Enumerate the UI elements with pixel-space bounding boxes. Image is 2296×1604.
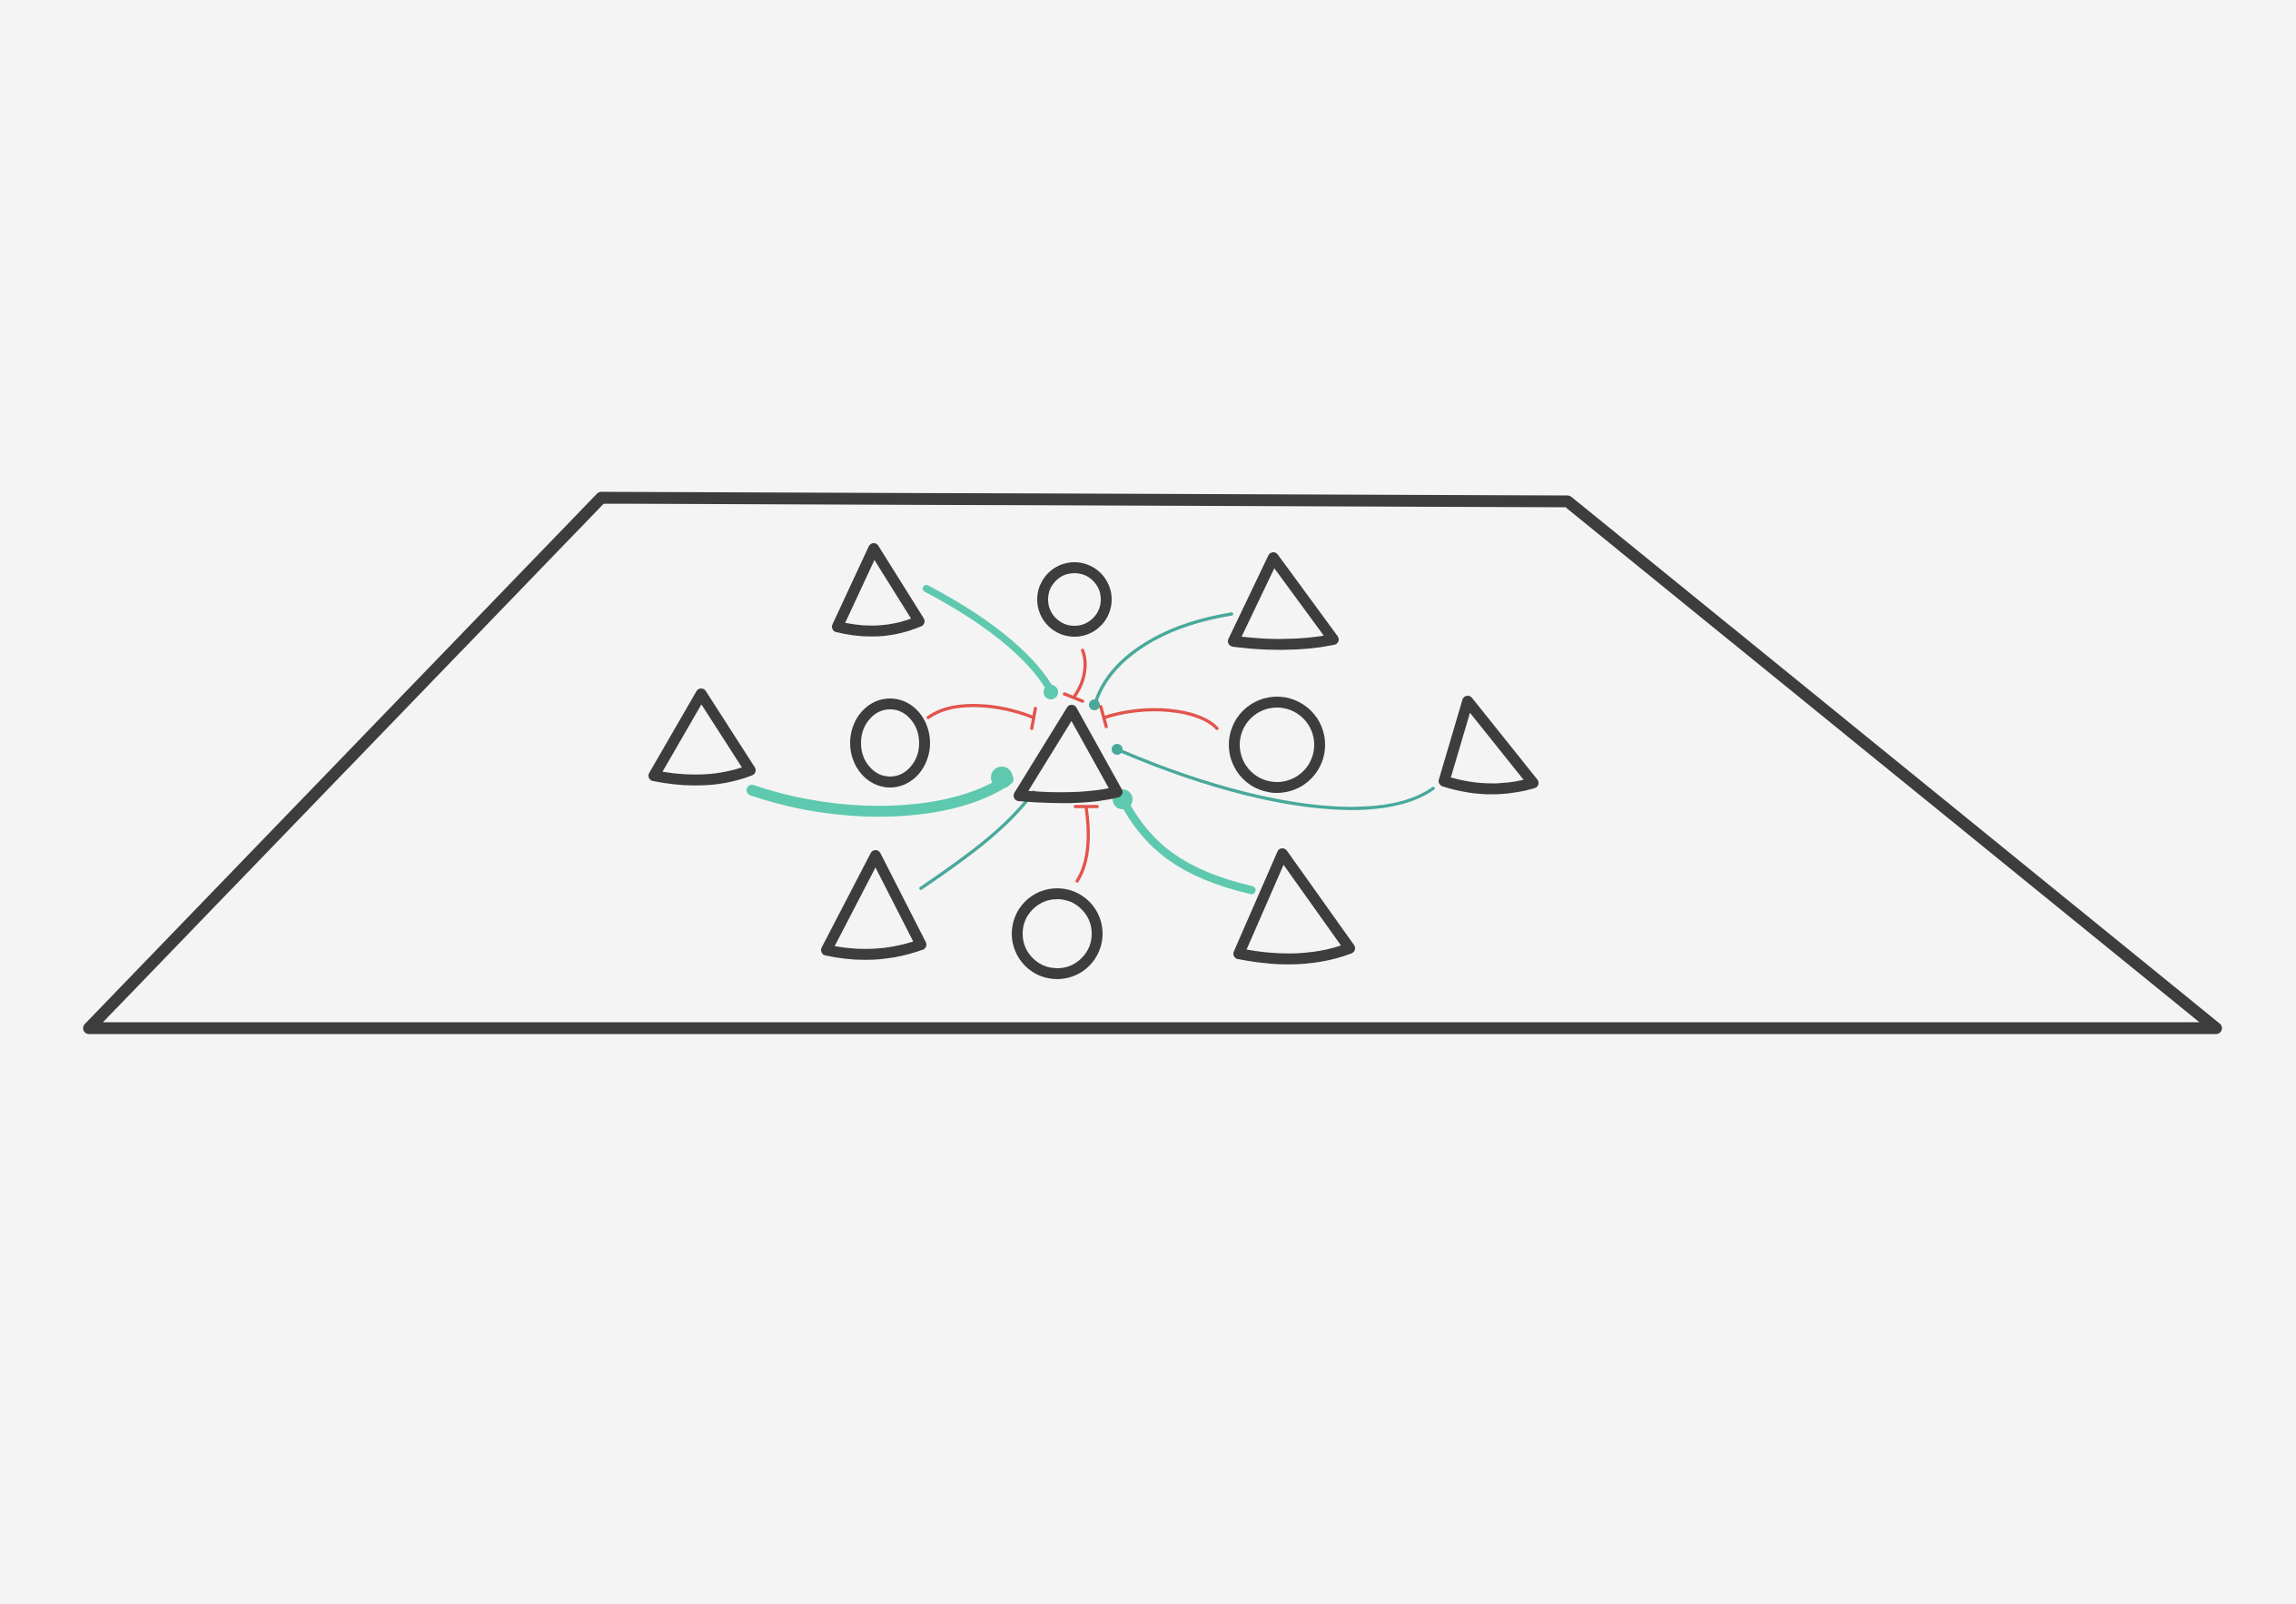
nodes xyxy=(648,543,1539,979)
triangle-node xyxy=(1233,848,1355,965)
triangle-node xyxy=(821,850,926,960)
edge-activation-weak xyxy=(1094,612,1233,705)
edge-inhibition xyxy=(1063,649,1087,703)
edge-activation-strong xyxy=(747,774,1014,817)
edge-inhibition xyxy=(926,704,1037,730)
triangle-node xyxy=(832,543,925,637)
edge-activation-strong xyxy=(923,585,1054,694)
center-triangle-node xyxy=(1014,705,1123,804)
plane-trapezoid xyxy=(83,491,2222,1035)
edge-activation-terminal xyxy=(991,767,1013,788)
edge-activation-weak xyxy=(919,790,1035,890)
edge-activation-terminal xyxy=(1044,685,1058,699)
circle-node xyxy=(1037,562,1112,637)
triangle-node xyxy=(648,688,756,786)
edge-activation-strong xyxy=(1118,795,1256,895)
circle-node xyxy=(1229,697,1325,793)
edges xyxy=(747,585,1435,895)
circle-node xyxy=(850,698,930,787)
edge-activation-weak xyxy=(1115,748,1435,810)
edge-activation-terminal xyxy=(1112,744,1123,755)
triangle-node xyxy=(1439,696,1539,795)
edge-inhibition xyxy=(1099,705,1219,730)
edge-inhibition xyxy=(1074,805,1099,883)
circle-node xyxy=(1012,888,1103,979)
edge-activation-terminal xyxy=(1089,699,1100,710)
triangle-node xyxy=(1228,552,1339,650)
